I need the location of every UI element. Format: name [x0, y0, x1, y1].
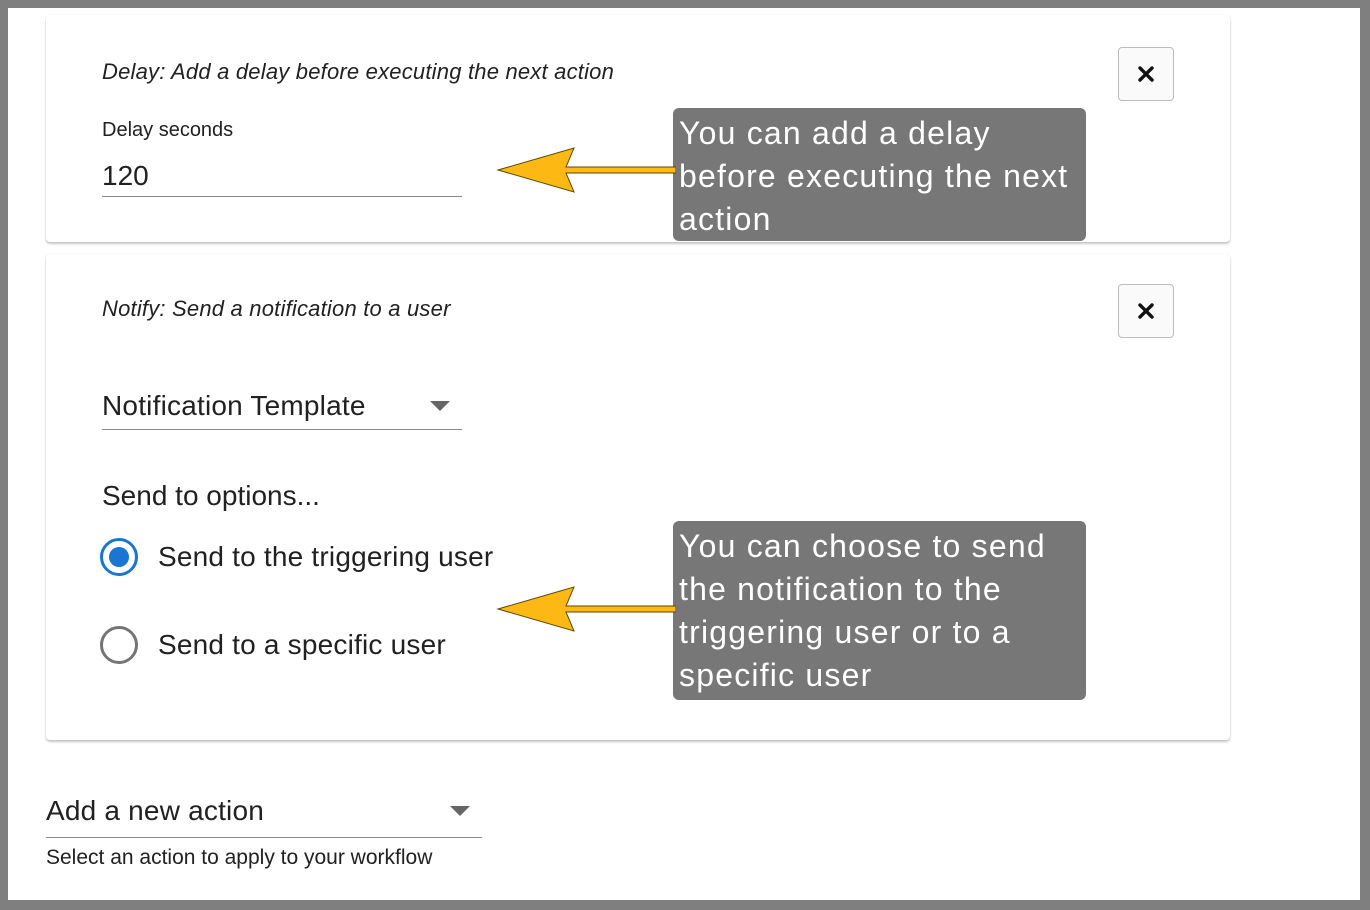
notify-action-title: Notify: Send a notification to a user: [102, 296, 451, 321]
send-to-heading: Send to options...: [102, 480, 320, 511]
radio-button-unchecked[interactable]: [100, 626, 138, 664]
radio-option-specific-user[interactable]: Send to a specific user: [100, 626, 446, 664]
radio-option-triggering-user[interactable]: Send to the triggering user: [100, 538, 493, 576]
notify-callout: You can choose to send the notification …: [673, 521, 1086, 700]
radio-label-triggering-user: Send to the triggering user: [158, 541, 494, 572]
close-icon: [1138, 66, 1154, 82]
caret-down-icon: [430, 400, 450, 411]
notification-template-value: Notification Template: [102, 389, 366, 421]
radio-label-specific-user: Send to a specific user: [158, 629, 446, 660]
delay-callout: You can add a delay before executing the…: [673, 108, 1086, 241]
add-new-action-select[interactable]: Add a new action: [46, 784, 482, 838]
delay-seconds-input[interactable]: [102, 155, 462, 197]
caret-down-icon: [450, 805, 470, 816]
arrow-left-icon: [496, 586, 676, 632]
radio-button-checked[interactable]: [100, 538, 138, 576]
close-icon: [1138, 303, 1154, 319]
workflow-actions-page: Delay: Add a delay before executing the …: [8, 8, 1360, 900]
delay-remove-button[interactable]: [1118, 47, 1174, 101]
notify-remove-button[interactable]: [1118, 284, 1174, 338]
radio-dot: [109, 547, 129, 567]
delay-action-title: Delay: Add a delay before executing the …: [102, 59, 615, 84]
arrow-left-icon: [496, 147, 676, 193]
delay-seconds-label: Delay seconds: [102, 119, 234, 141]
add-new-action-value: Add a new action: [46, 794, 265, 826]
add-action-helper-text: Select an action to apply to your workfl…: [46, 846, 433, 869]
notification-template-select[interactable]: Notification Template: [102, 382, 462, 430]
